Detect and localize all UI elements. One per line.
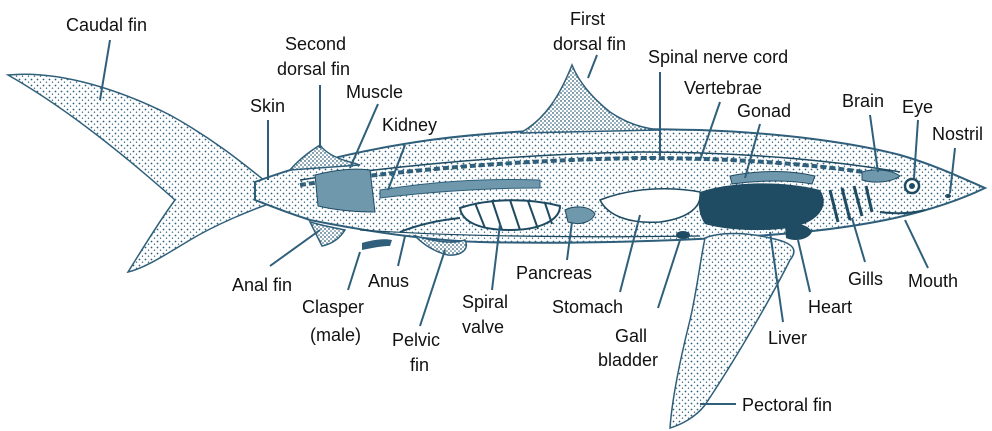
label-eye: Eye [902,97,933,117]
label-skin: Skin [250,96,285,116]
label-spiral-valve-line1: Spiral [462,292,508,312]
muscle-shape [315,169,375,212]
label-clasper-line1: Clasper [302,297,364,317]
label-heart: Heart [808,297,852,317]
nostril-shape [945,194,951,198]
label-anus: Anus [368,271,409,291]
label-first-dorsal-fin-line1: First [570,9,605,29]
leader-anus [398,236,405,266]
label-pectoral-fin: Pectoral fin [742,395,832,415]
label-gills: Gills [848,269,883,289]
label-gonad: Gonad [737,101,791,121]
liver-shape [699,183,824,230]
label-second-dorsal-fin-line1: Second [285,34,346,54]
label-spiral-valve-line2: valve [462,317,504,337]
leader-clasper [348,252,360,290]
label-anal-fin: Anal fin [232,275,292,295]
label-kidney: Kidney [382,115,437,135]
gall-bladder-shape [676,231,690,239]
label-second-dorsal-fin-line2: dorsal fin [277,59,350,79]
eye-pupil [909,183,915,189]
label-pelvic-fin-line1: Pelvic [392,330,440,350]
leader-anal-fin [270,230,320,266]
label-first-dorsal-fin-line2: dorsal fin [553,34,626,54]
label-brain: Brain [842,91,884,111]
label-muscle: Muscle [346,82,403,102]
label-clasper-line2: (male) [310,325,361,345]
label-pancreas: Pancreas [516,263,592,283]
label-caudal-fin: Caudal fin [66,15,147,35]
label-gall-bladder-line1: Gall [615,326,647,346]
label-gall-bladder-line2: bladder [598,350,658,370]
leader-pelvic-fin [420,250,445,326]
leader-heart [798,240,810,292]
label-nostril: Nostril [932,124,983,144]
label-pelvic-fin-line2: fin [410,355,429,375]
label-mouth: Mouth [908,271,958,291]
label-stomach: Stomach [552,297,623,317]
clasper-shape [362,239,392,250]
caudal-fin-shape [8,74,280,272]
label-vertebrae: Vertebrae [684,78,762,98]
leader-first-dorsal-fin [588,55,597,78]
label-liver: Liver [768,328,807,348]
label-spinal-nerve-cord: Spinal nerve cord [648,47,788,67]
leader-mouth [905,220,928,268]
leader-gall-bladder [658,240,680,308]
